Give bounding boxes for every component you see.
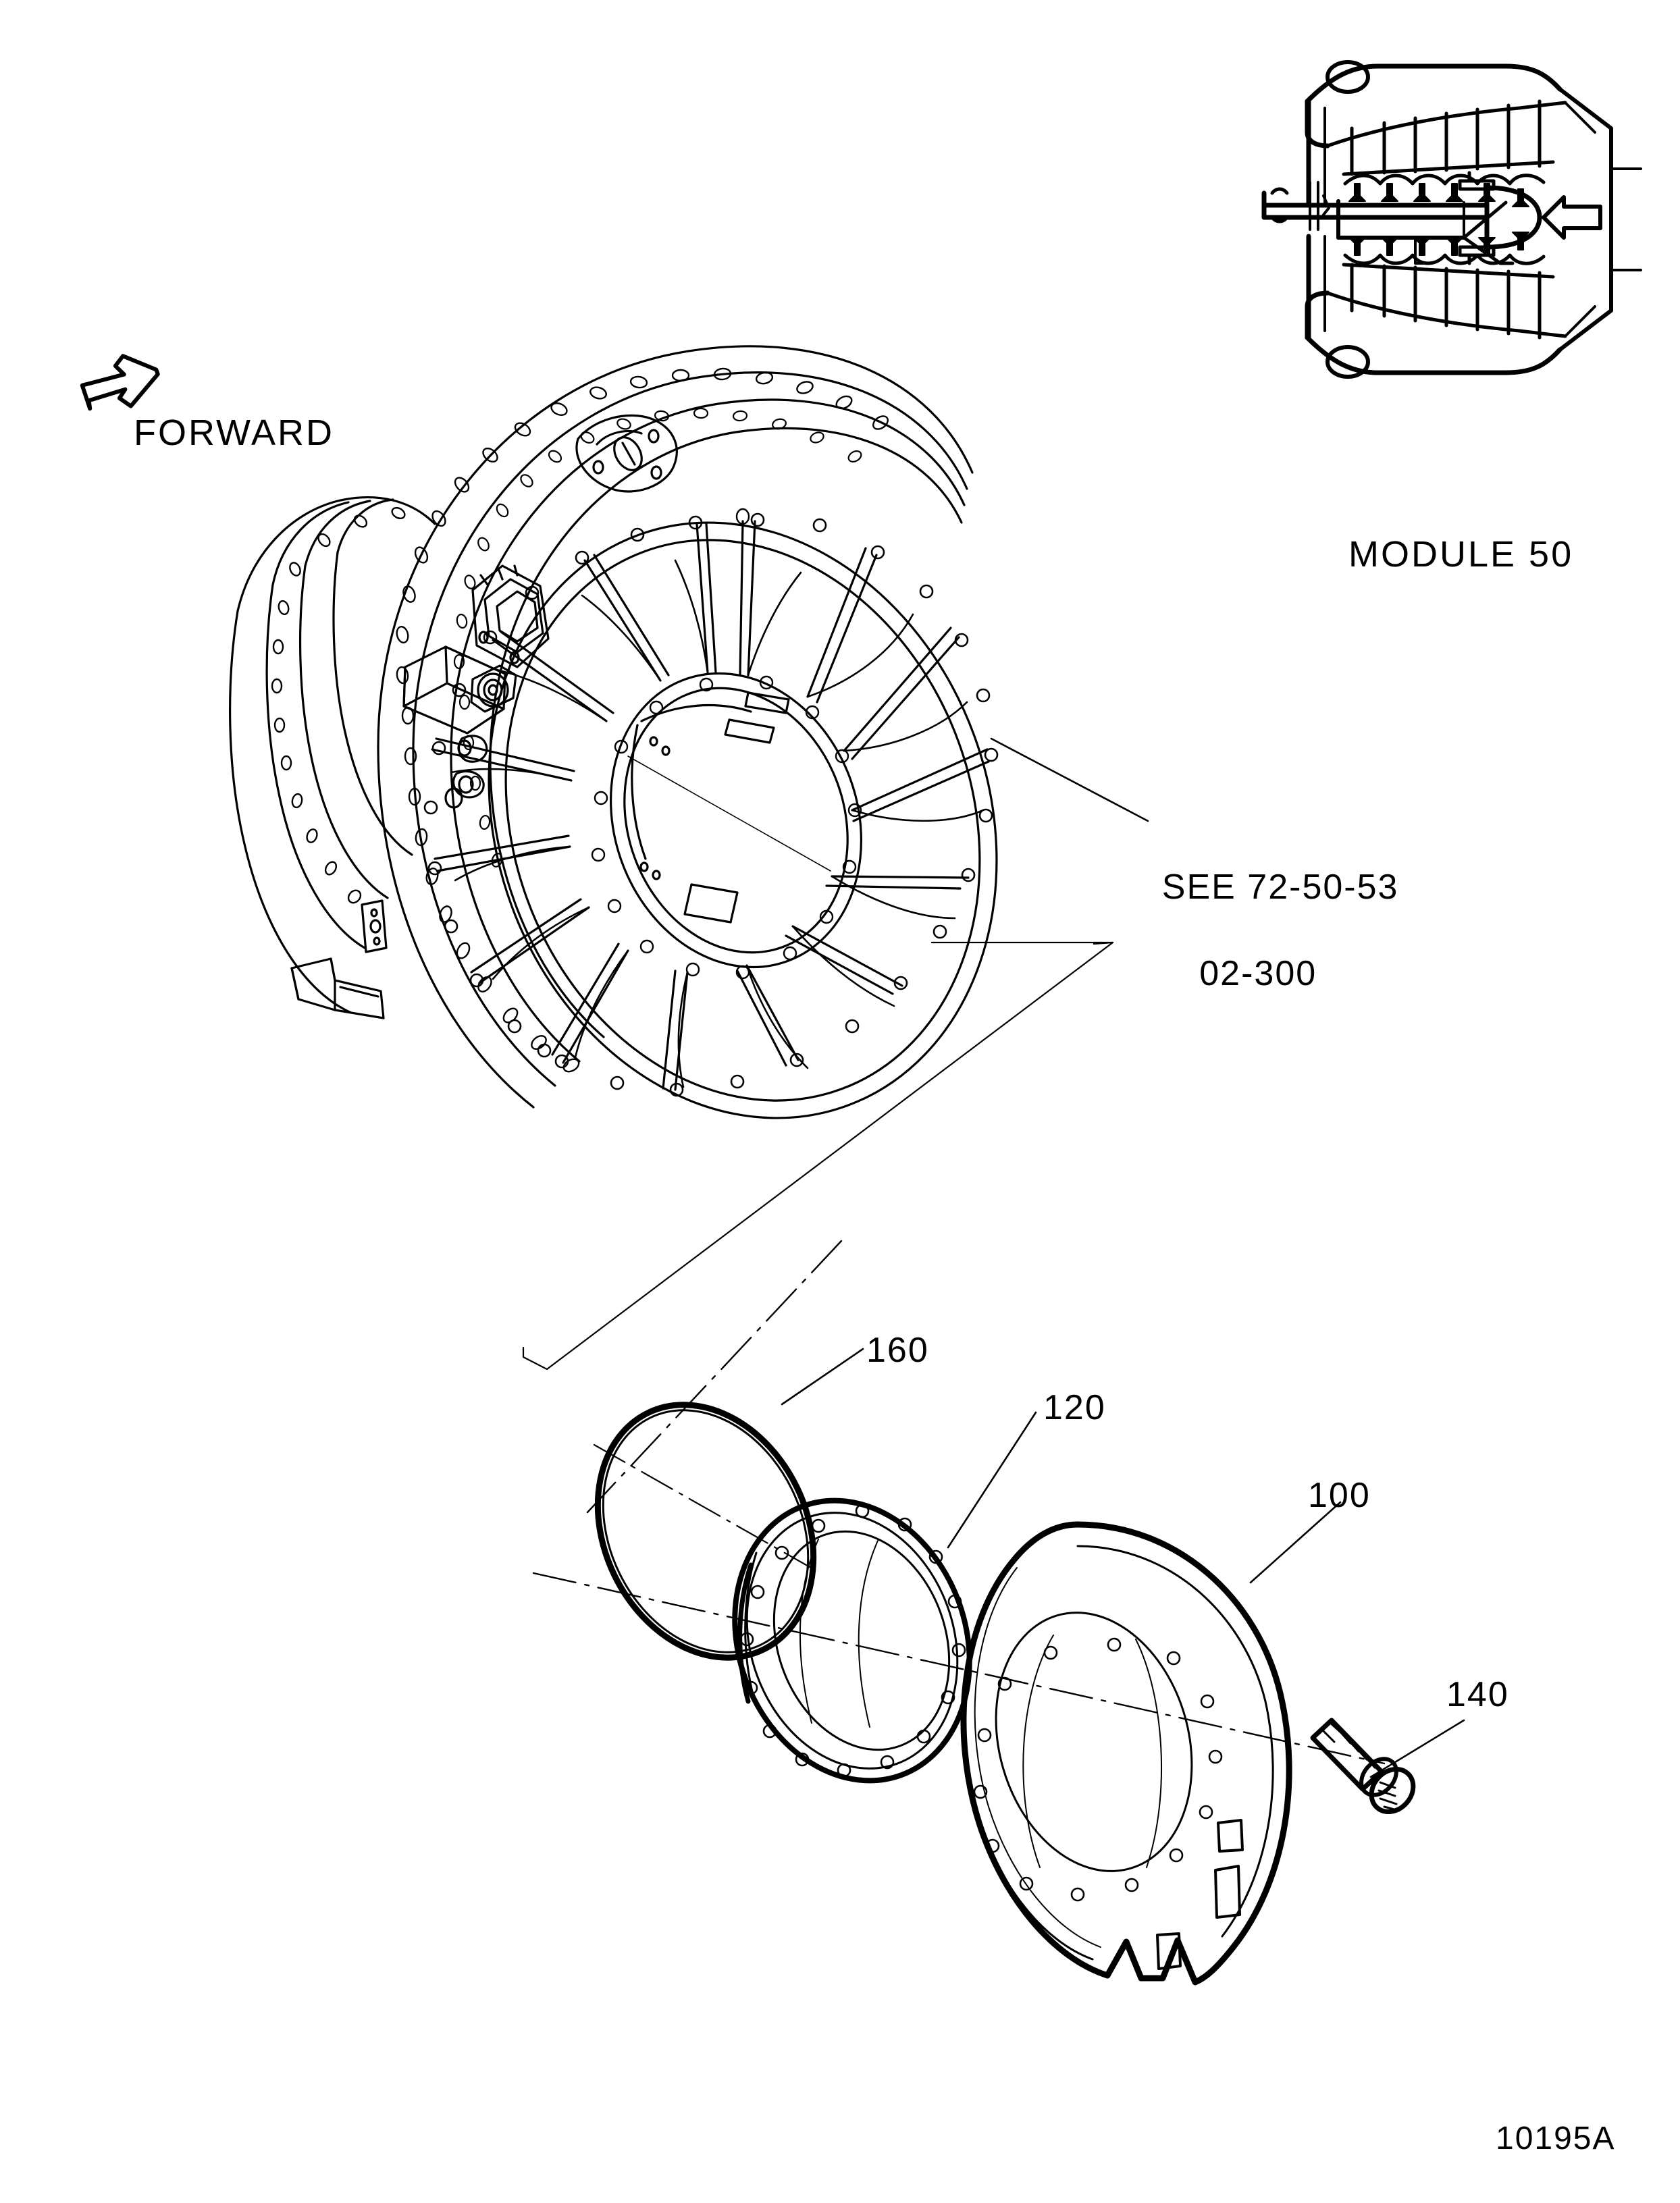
centerline-160 (593, 1443, 822, 1574)
leader-160 (781, 1348, 864, 1406)
part-120-bolt-holes (739, 1504, 966, 1778)
exhaust-frame-center-hub (609, 672, 863, 969)
case-second-flange-bolt-holes (453, 407, 862, 868)
callout-120: 120 (1043, 1388, 1106, 1427)
module-50-label: MODULE 50 (1348, 534, 1574, 575)
case-mounted-boss-upper (575, 414, 678, 493)
leader-100 (1249, 1501, 1342, 1584)
part-100-bolt-holes (973, 1637, 1223, 1902)
hub-face-features (631, 691, 790, 924)
case-small-bracket (361, 899, 388, 953)
part-100-cover-plate (960, 1521, 1292, 1986)
projection-lines (522, 941, 1114, 1371)
case-bracket-mid (471, 564, 550, 668)
turbine-case-forward-drum (229, 496, 436, 1014)
part-160-packing-o-ring (594, 1402, 817, 1661)
see-reference-note: SEE 72-50-53 02-300 (1118, 822, 1398, 1082)
exhaust-frame-vanes (450, 559, 985, 1088)
case-forward-bolt-holes (271, 506, 406, 904)
see-reference-line1: SEE 72-50-53 (1161, 868, 1399, 907)
part-140-bolt (1310, 1718, 1416, 1814)
module-50-inset (1261, 60, 1642, 379)
exploded-centerline (532, 1240, 1386, 1765)
figure-id-label: 10195A (1496, 2121, 1616, 2156)
forward-arrow-icon (80, 354, 160, 411)
callout-140: 140 (1446, 1675, 1509, 1714)
exhaust-frame-scallop-marks (423, 512, 999, 1097)
hub-centerline (627, 755, 831, 872)
case-lug-lower (290, 957, 385, 1019)
turbine-case-main-barrel (377, 345, 974, 1109)
callout-160: 160 (866, 1331, 929, 1370)
hub-bolt-holes (591, 675, 862, 980)
exhaust-frame-outer-scalloped-ring (488, 521, 998, 1119)
leader-140 (1369, 1719, 1465, 1778)
exhaust-frame-struts (431, 520, 990, 1091)
case-actuator-housing (402, 645, 517, 809)
part-120-flange-seal-plate (732, 1497, 972, 1784)
see-reference-line2: 02-300 (1199, 954, 1317, 993)
forward-orientation-label: FORWARD (134, 413, 334, 453)
leader-see-reference (990, 737, 1149, 822)
callout-100: 100 (1308, 1476, 1371, 1515)
case-main-flange-bolt-holes (396, 367, 889, 1073)
leader-120 (947, 1411, 1037, 1549)
